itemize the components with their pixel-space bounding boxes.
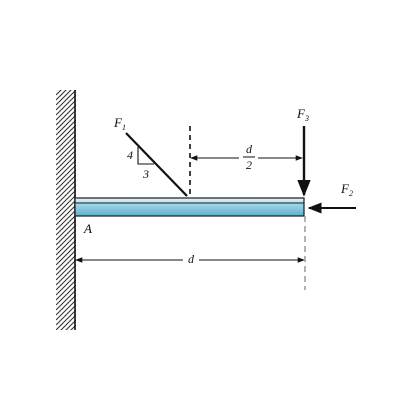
wall-hatch-line xyxy=(56,209,76,231)
wall-hatch-line xyxy=(56,269,76,291)
force-f2-label: F2 xyxy=(340,181,353,198)
force-f1-line xyxy=(125,132,188,197)
wall-hatch-line xyxy=(56,94,76,116)
point-a-label: A xyxy=(83,221,92,236)
dimension-span: d xyxy=(75,252,305,266)
wall-hatch-line xyxy=(56,264,76,286)
span-label: d xyxy=(188,252,195,266)
wall-hatch-line xyxy=(70,324,76,330)
wall-hatch-line xyxy=(56,90,76,111)
wall-hatch-line xyxy=(56,139,76,161)
wall-hatch-line xyxy=(56,114,76,136)
wall-hatch-line xyxy=(56,234,76,256)
wall-hatch-line xyxy=(56,239,76,261)
wall-hatch-line xyxy=(56,90,67,101)
wall-hatch-line xyxy=(56,204,76,226)
wall-hatch-line xyxy=(56,224,76,246)
wall-hatch-line xyxy=(56,219,76,241)
wall-hatch-line xyxy=(56,304,76,326)
slope-run-label: 3 xyxy=(142,167,149,181)
wall-hatch-line xyxy=(56,90,72,106)
wall-hatch-line xyxy=(56,164,76,186)
wall-hatch-line xyxy=(56,65,76,85)
wall-hatch-line xyxy=(56,279,76,301)
wall-hatching xyxy=(56,60,76,360)
force-f1-label: F1 xyxy=(113,115,126,132)
wall-hatch-line xyxy=(56,99,76,121)
wall-hatch-line xyxy=(56,129,76,151)
wall-hatch-line xyxy=(56,104,76,126)
wall-hatch-line xyxy=(56,179,76,201)
wall-hatch-line xyxy=(65,319,76,330)
half-span-denominator: 2 xyxy=(246,158,252,172)
wall-hatch-line xyxy=(56,149,76,171)
dimension-half-span: d 2 xyxy=(190,142,303,172)
wall-hatch-line xyxy=(56,289,76,311)
wall-hatch-line xyxy=(56,184,76,206)
wall-hatch-line xyxy=(56,159,76,181)
wall-hatch-line xyxy=(56,254,76,276)
wall-hatch-line xyxy=(75,329,76,330)
wall-hatch-line xyxy=(56,340,76,360)
wall-hatch-line xyxy=(56,60,76,80)
wall-hatch-line xyxy=(56,309,76,330)
wall-hatch-line xyxy=(56,249,76,271)
wall-hatch-line xyxy=(56,299,76,321)
wall-hatch-line xyxy=(56,214,76,236)
wall-hatch-line xyxy=(60,314,76,330)
wall-hatch-line xyxy=(56,199,76,221)
wall-hatch-line xyxy=(56,119,76,141)
wall-hatch-line xyxy=(56,154,76,176)
beam xyxy=(74,197,305,217)
wall-hatch-line xyxy=(56,124,76,146)
slope-rise-label: 4 xyxy=(127,148,133,162)
slope-triangle xyxy=(137,147,154,165)
wall-hatch-line xyxy=(56,294,76,316)
wall-hatch-line xyxy=(56,244,76,266)
wall-hatch-line xyxy=(56,229,76,251)
wall-hatch-line xyxy=(56,134,76,156)
fixed-wall-support xyxy=(56,60,76,360)
wall-hatch-line xyxy=(56,109,76,131)
wall-hatch-line xyxy=(56,284,76,306)
wall-hatch-line xyxy=(56,90,62,96)
force-f2: F2 xyxy=(307,181,356,214)
wall-hatch-line xyxy=(56,274,76,296)
wall-hatch-line xyxy=(56,174,76,196)
wall-hatch-line xyxy=(56,335,76,355)
force-f1: F1 4 3 xyxy=(113,115,188,197)
wall-hatch-line xyxy=(56,144,76,166)
wall-hatch-line xyxy=(56,169,76,191)
wall-hatch-line xyxy=(56,259,76,281)
force-f3-label: F3 xyxy=(296,106,309,123)
wall-hatch-line xyxy=(56,194,76,216)
force-f3: F3 xyxy=(296,106,311,197)
half-span-numerator: d xyxy=(246,142,253,156)
wall-hatch-line xyxy=(56,189,76,211)
beam-body xyxy=(74,197,305,217)
wall-hatch-line xyxy=(56,90,57,91)
